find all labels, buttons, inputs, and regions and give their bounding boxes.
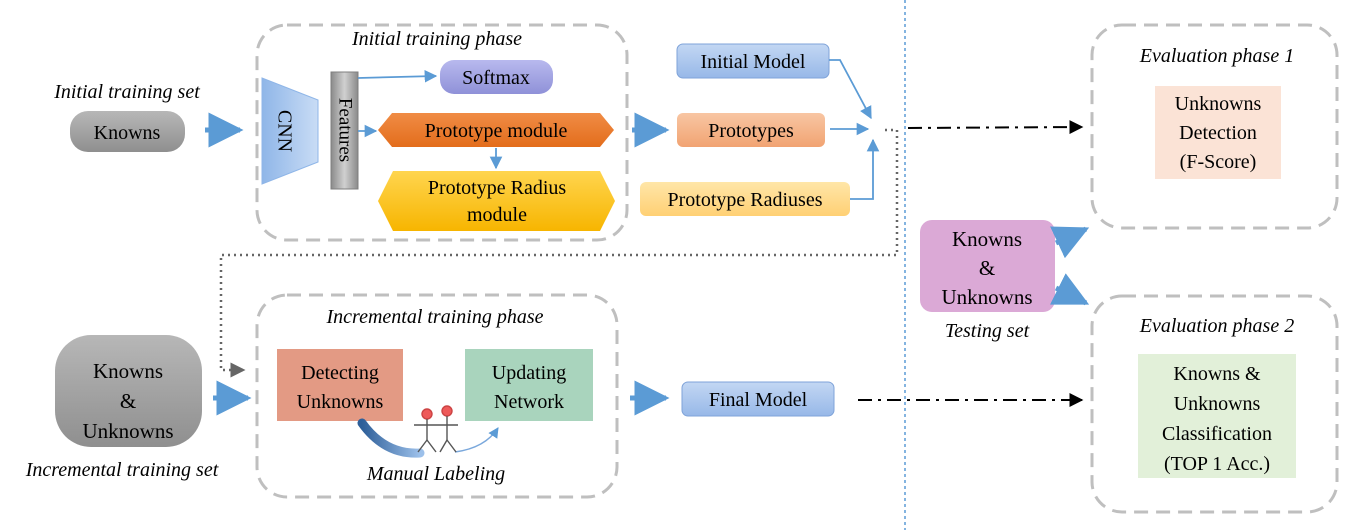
incremental-phase-container	[255, 293, 619, 499]
detecting-unknowns-line-1: Detecting	[301, 362, 379, 384]
cnn-label: CNN	[273, 110, 295, 152]
incremental-set-line-3: Unknowns	[82, 419, 173, 443]
manual-labeling-curve-light	[454, 427, 499, 453]
updating-network-line-2: Network	[494, 391, 564, 413]
evaluation-phase-1-container	[1090, 23, 1339, 230]
prototypes-node	[677, 113, 825, 147]
features-block	[330, 71, 359, 190]
detecting-unknowns-line-2: Unknowns	[297, 391, 384, 413]
features-label: Features	[335, 98, 356, 162]
testing-set-line-3: Unknowns	[941, 285, 1032, 309]
initial-model-label: Initial Model	[701, 51, 806, 73]
cnn-block	[261, 77, 319, 185]
prototype-radiuses-label: Prototype Radiuses	[668, 189, 823, 211]
incremental-training-set-label: Incremental training set	[25, 459, 219, 481]
classification-line-3: Classification	[1162, 423, 1272, 445]
testing-set-label: Testing set	[945, 320, 1030, 342]
testing-set-line-2: &	[979, 256, 995, 280]
manual-labeling-label: Manual Labeling	[366, 463, 505, 485]
unknowns-detection-line-3: (F-Score)	[1180, 151, 1257, 173]
final-model-label: Final Model	[709, 389, 808, 411]
initial-phase-container	[255, 23, 629, 242]
updating-network-line-1: Updating	[492, 362, 566, 384]
prototypes-label: Prototypes	[708, 120, 794, 142]
prototype-module-node	[378, 113, 614, 147]
detecting-unknowns-node	[277, 349, 403, 421]
incremental-phase-label: Incremental training phase	[325, 306, 543, 328]
testing-set-line-1: Knowns	[952, 227, 1022, 251]
initial-training-set-label: Initial training set	[53, 81, 200, 103]
arrow-to-evaluation-1	[907, 120, 1084, 135]
connector-initial-model	[829, 59, 872, 120]
incremental-set-line-1: Knowns	[93, 359, 163, 383]
prototype-radius-label-2: module	[467, 204, 527, 226]
arrow-testing-to-evaluation-1	[1050, 226, 1090, 259]
unknowns-detection-node	[1155, 86, 1281, 179]
prototype-radiuses-node	[640, 182, 850, 216]
dotted-link-to-incremental	[219, 128, 899, 378]
incremental-set-line-2: &	[120, 389, 136, 413]
evaluation-phase-2-label: Evaluation phase 2	[1139, 315, 1294, 337]
initial-phase-label: Initial training phase	[351, 28, 522, 50]
prototype-module-label: Prototype module	[425, 120, 568, 142]
prototype-radius-label-1: Prototype Radius	[428, 177, 567, 199]
prototype-radius-module-node	[378, 171, 615, 231]
knowns-node	[70, 111, 185, 152]
arrow-testing-to-evaluation-2	[1049, 273, 1090, 306]
updating-network-node	[465, 349, 593, 421]
classification-line-2: Unknowns	[1174, 393, 1261, 415]
manual-labeling-curve-dark	[357, 418, 425, 458]
unknowns-detection-line-1: Unknowns	[1175, 93, 1262, 115]
knowns-node-label: Knowns	[94, 122, 161, 144]
person-icon	[414, 405, 458, 453]
unknowns-detection-line-2: Detection	[1179, 122, 1257, 144]
classification-node	[1138, 354, 1296, 478]
softmax-label: Softmax	[462, 67, 530, 89]
incremental-knowns-unknowns-node	[55, 335, 202, 447]
classification-line-4: (TOP 1 Acc.)	[1164, 453, 1270, 475]
initial-model-node	[676, 43, 830, 79]
softmax-node	[440, 60, 553, 94]
evaluation-phase-2-container	[1090, 294, 1339, 514]
arrow-features-to-softmax	[357, 69, 438, 83]
evaluation-phase-1-label: Evaluation phase 1	[1139, 45, 1294, 67]
classification-line-1: Knowns &	[1173, 363, 1261, 385]
final-model-node	[681, 381, 835, 417]
connector-prototype-radiuses	[850, 138, 880, 200]
testing-knowns-unknowns-node	[920, 220, 1055, 312]
